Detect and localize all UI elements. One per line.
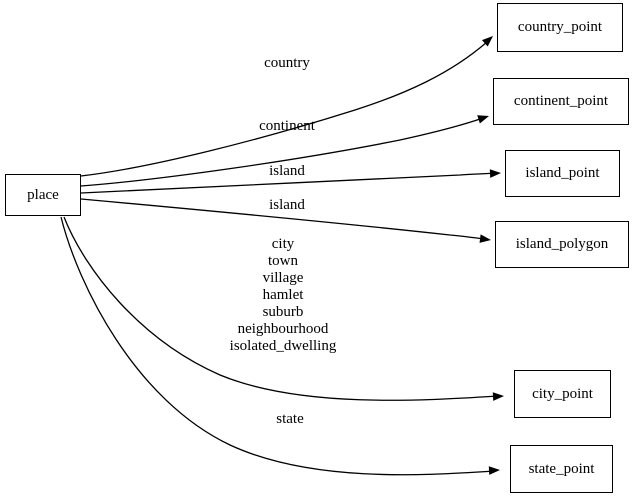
edge-label-line: neighbourhood bbox=[237, 321, 329, 337]
edge-line bbox=[80, 198, 486, 240]
edge-place-city_point[interactable] bbox=[63, 216, 504, 401]
edge-label-line: island bbox=[269, 163, 305, 179]
node-label: continent_point bbox=[513, 93, 609, 109]
edge-label-country_point: country bbox=[264, 55, 310, 72]
edge-label-line: hamlet bbox=[262, 287, 304, 303]
edge-label-island_polygon: island bbox=[269, 197, 305, 214]
edge-label-line: continent bbox=[259, 118, 315, 134]
edge-line bbox=[63, 216, 499, 401]
edge-line bbox=[60, 216, 495, 476]
node-country_point[interactable]: country_point bbox=[497, 3, 623, 52]
arrowhead-icon bbox=[481, 36, 493, 47]
arrowhead-icon bbox=[492, 392, 504, 401]
node-island_polygon[interactable]: island_polygon bbox=[495, 221, 629, 268]
arrowhead-icon bbox=[477, 115, 489, 124]
node-label: state_point bbox=[528, 460, 595, 477]
node-label: island_point bbox=[525, 165, 600, 181]
node-state_point[interactable]: state_point bbox=[510, 445, 613, 493]
edge-line bbox=[80, 172, 496, 194]
edge-place-island_polygon[interactable] bbox=[80, 198, 492, 244]
arrowhead-icon bbox=[489, 169, 501, 178]
edge-label-island_point: island bbox=[269, 163, 305, 180]
edge-label-state_point: state bbox=[276, 411, 304, 428]
edge-place-continent_point[interactable] bbox=[80, 112, 490, 187]
edge-place-state_point[interactable] bbox=[60, 216, 500, 476]
edge-place-island_point[interactable] bbox=[80, 169, 501, 194]
edge-label-line: country bbox=[264, 55, 310, 71]
edge-place-country_point[interactable] bbox=[80, 33, 496, 177]
node-label: city_point bbox=[532, 385, 593, 402]
edge-label-line: city bbox=[271, 236, 295, 252]
node-label: country_point bbox=[517, 19, 603, 35]
node-continent_point[interactable]: continent_point bbox=[493, 78, 629, 125]
arrowhead-icon bbox=[488, 466, 500, 475]
node-label: place bbox=[27, 186, 59, 203]
edge-label-line: town bbox=[268, 253, 298, 269]
edge-label-line: state bbox=[276, 411, 304, 427]
edge-label-line: suburb bbox=[262, 304, 304, 320]
node-island_point[interactable]: island_point bbox=[505, 150, 620, 197]
edge-label-line: isolated_dwelling bbox=[229, 338, 337, 354]
node-place[interactable]: place bbox=[5, 174, 81, 216]
edge-line bbox=[80, 117, 484, 187]
edge-label-line: village bbox=[262, 270, 304, 286]
node-city_point[interactable]: city_point bbox=[514, 370, 611, 418]
edge-line bbox=[80, 41, 488, 177]
node-label: island_polygon bbox=[515, 236, 609, 252]
arrowhead-icon bbox=[479, 234, 491, 243]
edge-label-line: island bbox=[269, 197, 305, 213]
edge-label-continent_point: continent bbox=[259, 118, 315, 135]
